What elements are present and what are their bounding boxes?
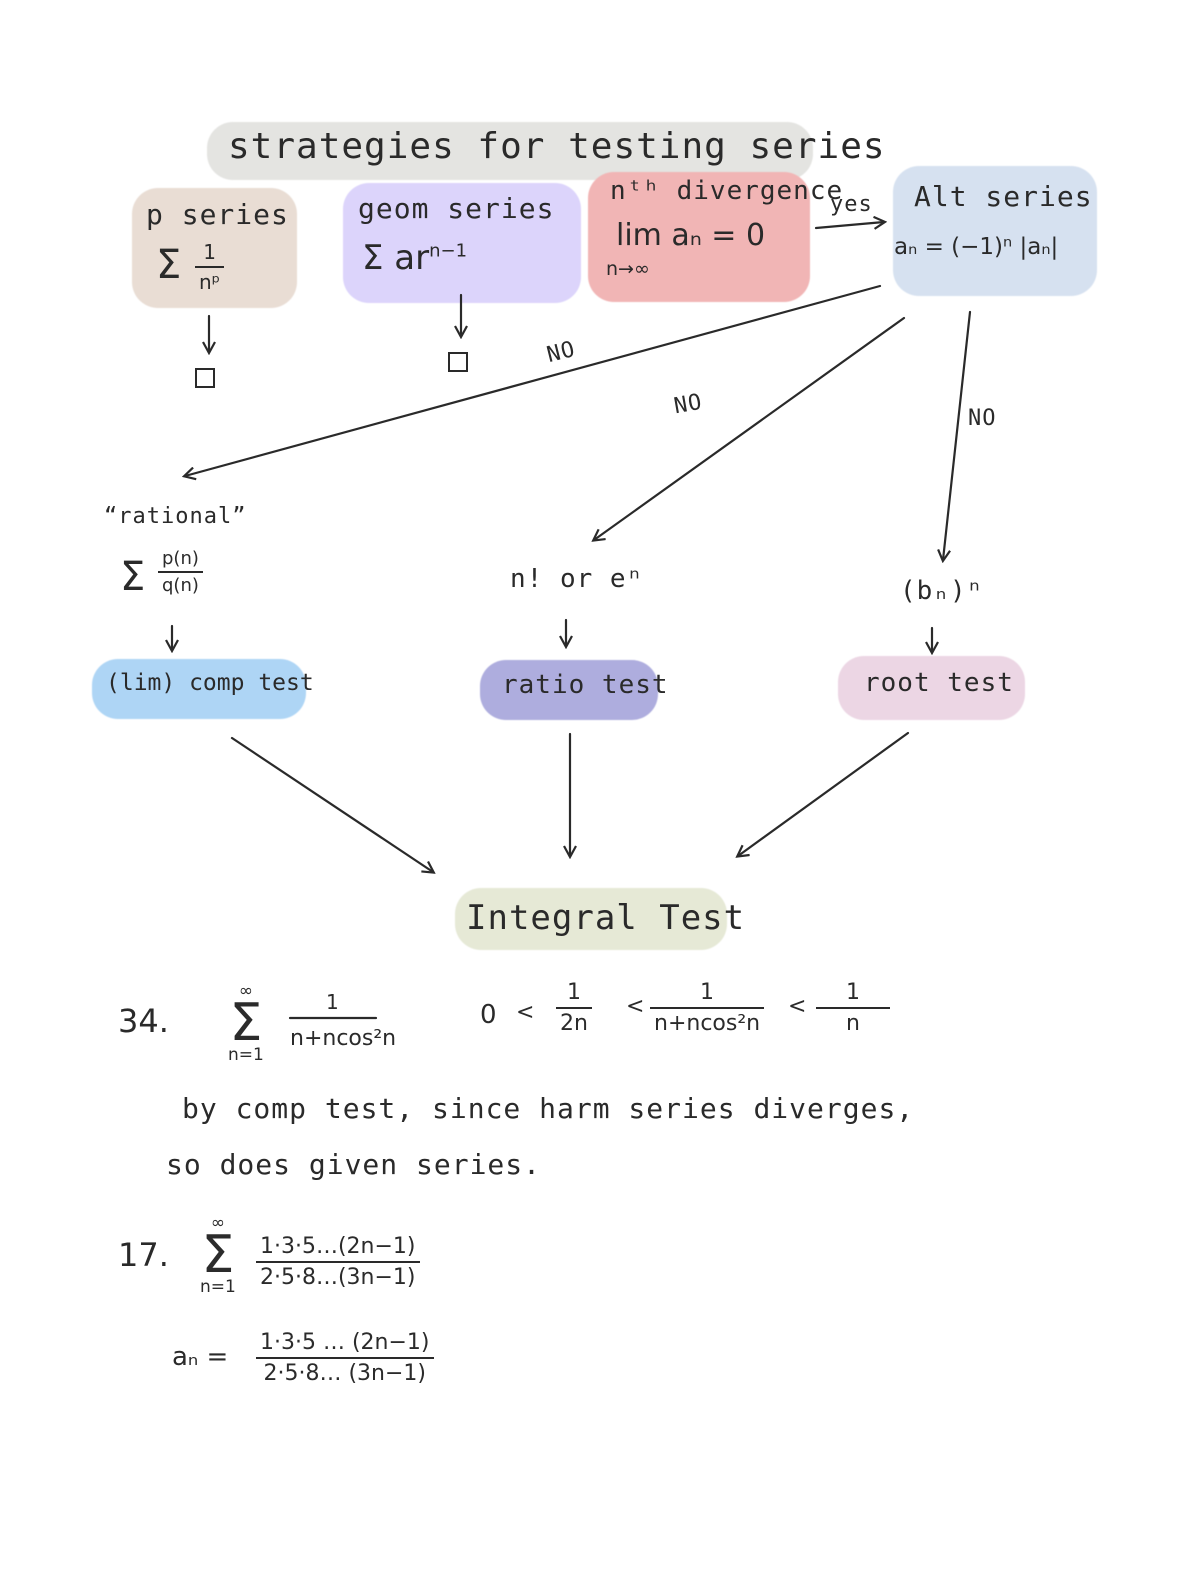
p-series-result-box xyxy=(195,368,215,388)
factorial-label: n! or eⁿ xyxy=(510,564,644,594)
root-test-bg xyxy=(838,656,1025,720)
problem-17-sigma-bottom: n=1 xyxy=(200,1277,236,1297)
problem-17-denominator: 2·5·8…(3n−1) xyxy=(260,1265,416,1290)
nth-divergence-label: nᵗʰ divergence xyxy=(610,176,844,206)
page-title: strategies for testing series xyxy=(228,126,886,167)
p-series-label: p series xyxy=(146,198,289,231)
comp-test-label: (lim) comp test xyxy=(106,670,314,696)
ratio-test-bg xyxy=(480,660,658,720)
problem-17-fraction: 1·3·5…(2n−1) 2·5·8…(3n−1) xyxy=(256,1234,420,1290)
rational-fraction: p(n) q(n) xyxy=(158,548,203,596)
problem-34-denominator: n+ncos²n xyxy=(290,1026,397,1051)
problem-34-f2-num: 1 xyxy=(700,980,715,1005)
rational-denominator: q(n) xyxy=(162,575,199,596)
problem-34-zero: 0 xyxy=(480,1000,497,1030)
problem-34-number: 34. xyxy=(118,1002,169,1040)
geom-series-bg xyxy=(343,183,581,303)
problem-17-an-numerator: 1·3·5 … (2n−1) xyxy=(260,1330,430,1355)
arrow-comp-to-integral xyxy=(230,736,433,872)
problem-17-sigma: ∞ Σ n=1 xyxy=(200,1213,236,1297)
problem-17-numerator: 1·3·5…(2n−1) xyxy=(260,1234,416,1259)
nth-divergence-limit: lim aₙ = 0 xyxy=(616,218,766,253)
rational-numerator: p(n) xyxy=(162,548,199,569)
problem-34-f2-den: n+ncos²n xyxy=(654,1011,761,1036)
problem-34-f3-num: 1 xyxy=(846,980,860,1005)
edge-label-yes: yes xyxy=(830,192,873,217)
geom-series-base: Σ ar xyxy=(362,238,430,278)
problem-34-explanation-line-2: so does given series. xyxy=(166,1148,542,1181)
comp-test-bg xyxy=(92,659,306,719)
problem-34-numerator: 1 xyxy=(326,990,339,1014)
problem-34-fraction-3: 1 n xyxy=(816,980,890,1036)
integral-test-bg xyxy=(455,888,727,950)
problem-34-sigma-top: ∞ xyxy=(238,981,253,1001)
problem-34-sigma-bottom: n=1 xyxy=(228,1045,264,1065)
geom-series-result-box xyxy=(448,352,468,372)
problem-34-sigma: ∞ Σ n=1 xyxy=(228,981,264,1065)
geom-series-formula: Σ arn−1 xyxy=(362,238,467,278)
nth-divergence-subscript: n→∞ xyxy=(606,258,650,280)
nth-divergence-bg xyxy=(588,172,810,302)
root-test-label: root test xyxy=(864,668,1014,698)
problem-17-an-fraction: 1·3·5 … (2n−1) 2·5·8… (3n−1) xyxy=(256,1330,434,1386)
problem-34-f3-den: n xyxy=(846,1011,860,1036)
problem-34-lt-3: < xyxy=(788,994,807,1019)
p-series-numerator: 1 xyxy=(203,240,216,264)
ratio-test-label: ratio test xyxy=(502,670,669,700)
p-series-sigma: Σ xyxy=(156,242,182,288)
alt-series-bg xyxy=(893,166,1097,296)
p-series-bg xyxy=(132,188,297,308)
geom-series-label: geom series xyxy=(358,192,555,225)
alt-series-formula: aₙ = (−1)ⁿ |aₙ| xyxy=(894,234,1059,260)
problem-34-fraction-1: 1 2n xyxy=(556,980,592,1036)
p-series-fraction: 1 nᵖ xyxy=(195,240,225,294)
rational-sigma: Σ xyxy=(120,554,146,600)
title-highlight xyxy=(207,122,813,180)
power-label: (bₙ)ⁿ xyxy=(900,576,984,606)
problem-17-sigma-top: ∞ xyxy=(210,1213,225,1233)
p-series-denominator: nᵖ xyxy=(199,270,221,294)
arrow-alt-to-factorial xyxy=(594,316,906,540)
integral-test-label: Integral Test xyxy=(466,898,746,938)
rational-label: “rational” xyxy=(104,504,247,529)
problem-34-f1-den: 2n xyxy=(560,1011,588,1036)
geom-series-exponent: n−1 xyxy=(429,240,468,262)
problem-34-explanation-line-1: by comp test, since harm series diverges… xyxy=(182,1092,915,1125)
problem-34-lt-2: < xyxy=(626,994,645,1019)
edge-label-no-power: NO xyxy=(968,406,997,431)
edge-label-no-factorial: NO xyxy=(672,389,705,420)
arrow-root-to-integral xyxy=(738,731,910,856)
alt-series-label: Alt series xyxy=(914,180,1093,213)
arrow-alt-to-rational xyxy=(185,284,882,476)
problem-17-an-label: aₙ = xyxy=(172,1342,229,1372)
problem-17-an-denominator: 2·5·8… (3n−1) xyxy=(263,1361,427,1386)
problem-34-f1-num: 1 xyxy=(566,980,581,1005)
problem-34-fraction-2: 1 n+ncos²n xyxy=(650,980,765,1036)
problem-34-lt-1: < xyxy=(516,1000,535,1025)
arrow-yes xyxy=(814,222,884,228)
arrow-alt-to-power xyxy=(943,310,972,560)
problem-17-number: 17. xyxy=(118,1236,169,1274)
